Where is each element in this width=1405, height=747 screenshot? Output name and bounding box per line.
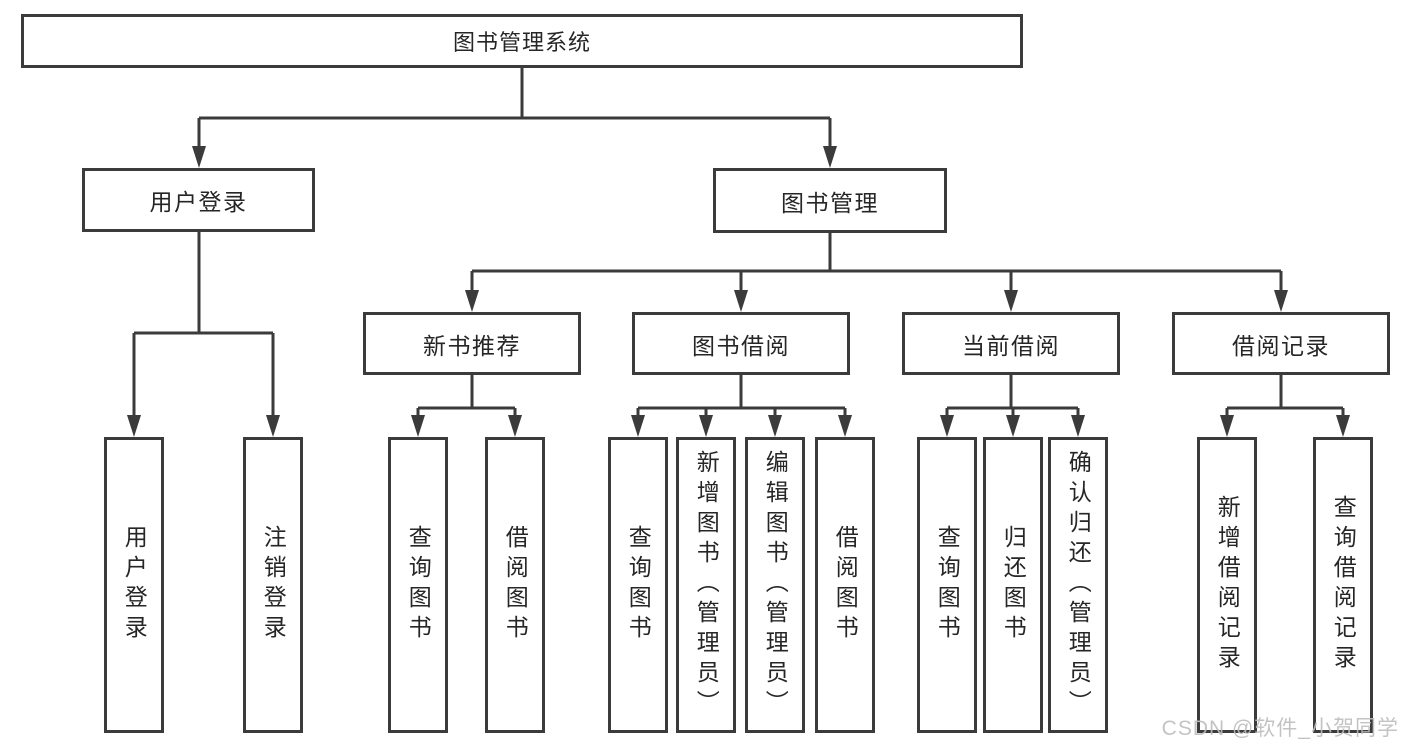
node-user-login: 用户登录: [82, 168, 315, 232]
leaf-query-borrow-record: 查询借阅记录: [1313, 437, 1373, 733]
node-book-management: 图书管理: [713, 168, 947, 233]
leaf-return-book: 归还图书: [983, 437, 1043, 733]
leaf-query-book-3: 查询图书: [917, 437, 977, 733]
leaf-borrow-book-1: 借阅图书: [485, 437, 545, 733]
leaf-query-book-2: 查询图书: [608, 437, 668, 733]
leaf-logout: 注销登录: [243, 437, 303, 733]
node-book-borrow: 图书借阅: [632, 312, 850, 375]
leaf-user-login: 用户登录: [104, 437, 164, 733]
leaf-add-borrow-record: 新增借阅记录: [1197, 437, 1257, 733]
leaf-query-book-1: 查询图书: [388, 437, 448, 733]
leaf-add-book-admin: 新增图书（管理员）: [676, 437, 736, 733]
leaf-borrow-book-2: 借阅图书: [815, 437, 875, 733]
csdn-watermark: CSDN @软件_小贺同学: [1161, 717, 1399, 740]
leaf-confirm-return-admin: 确认归还（管理员）: [1048, 437, 1108, 733]
node-root-library-system: 图书管理系统: [21, 14, 1023, 68]
leaf-edit-book-admin: 编辑图书（管理员）: [745, 437, 805, 733]
node-current-borrow: 当前借阅: [902, 312, 1120, 375]
node-borrow-record: 借阅记录: [1172, 312, 1390, 375]
node-new-book-recommend: 新书推荐: [363, 312, 581, 375]
